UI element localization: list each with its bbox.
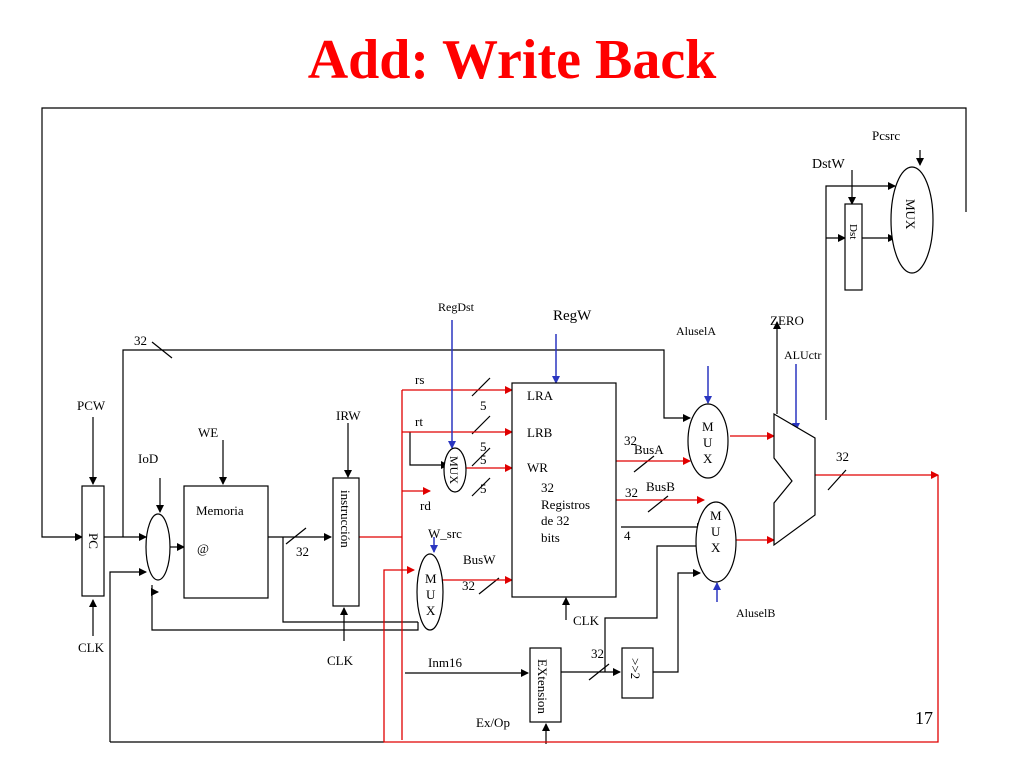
- aluselA-signal: AluselA: [676, 324, 716, 338]
- alu-mux-a: [687, 403, 729, 479]
- red-wires: [359, 386, 939, 743]
- mux-b-u: U: [711, 524, 721, 539]
- wsrc-mux: [416, 553, 444, 631]
- busa-label: BusA: [634, 442, 664, 457]
- busb-label: BusB: [646, 479, 675, 494]
- rt-label: rt: [415, 414, 423, 429]
- ext-width: 32: [591, 646, 604, 661]
- dst-label: Dst: [847, 224, 859, 239]
- busa-width: 32: [624, 433, 637, 448]
- iod-signal: IoD: [138, 451, 158, 466]
- mux-wr-width: 5: [480, 452, 487, 467]
- extension-label: EXtension: [535, 659, 550, 714]
- page-number: 17: [915, 708, 933, 728]
- memory-block: [183, 485, 269, 599]
- control-lines: [430, 320, 800, 602]
- memory-address-label: @: [197, 541, 209, 556]
- dstw-signal: DstW: [812, 157, 845, 172]
- w-src-signal: W_src: [428, 526, 462, 541]
- regdst-mux-label: MUX: [447, 456, 461, 484]
- port-wr: WR: [527, 460, 548, 475]
- pc-source-mux-label: MUX: [903, 199, 918, 230]
- exop-signal: Ex/Op: [476, 715, 510, 730]
- black-wires: [41, 107, 967, 744]
- mux-a-x: X: [703, 451, 713, 466]
- rs-label: rs: [415, 372, 424, 387]
- shift-left-block: [621, 647, 654, 699]
- pc-bus-width: 32: [134, 333, 147, 348]
- pcw-signal: PCW: [77, 398, 106, 413]
- regdst-signal: RegDst: [438, 300, 475, 314]
- busw-width: 32: [462, 578, 475, 593]
- port-lra: LRA: [527, 388, 554, 403]
- mem-bus-width: 32: [296, 544, 309, 559]
- mux-a-m: M: [702, 419, 714, 434]
- pc-source-mux: [890, 166, 934, 274]
- regdst-mux: [443, 447, 467, 493]
- mux-b-m: M: [710, 508, 722, 523]
- zero-signal: ZERO: [770, 313, 804, 328]
- mux-a-u: U: [703, 435, 713, 450]
- rs-width: 5: [480, 398, 487, 413]
- irw-signal: IRW: [336, 408, 361, 423]
- extension-block: [529, 647, 562, 723]
- port-lrb: LRB: [527, 425, 553, 440]
- regfile-desc-1: 32: [541, 480, 554, 495]
- mux-b-x: X: [711, 540, 721, 555]
- memoria-label: Memoria: [196, 503, 244, 518]
- rd-width: 5: [480, 481, 487, 496]
- regw-signal: RegW: [553, 308, 592, 324]
- pc-label: PC: [86, 533, 101, 549]
- rf-clk-signal: CLK: [573, 613, 600, 628]
- wsrc-mux-x: X: [426, 603, 436, 618]
- pc-clk-signal: CLK: [78, 640, 105, 655]
- const-four: 4: [624, 528, 631, 543]
- pc-register: [81, 485, 105, 597]
- regfile-desc-3: de 32: [541, 513, 570, 528]
- alu-out-width: 32: [836, 449, 849, 464]
- we-signal: WE: [198, 425, 218, 440]
- alu: [773, 412, 816, 547]
- regfile-desc-2: Registros: [541, 497, 590, 512]
- wsrc-mux-m: M: [425, 571, 437, 586]
- ir-clk-signal: CLK: [327, 653, 354, 668]
- shift-label: >>2: [628, 658, 643, 679]
- rd-label: rd: [420, 498, 431, 513]
- aluselB-signal: AluselB: [736, 606, 775, 620]
- instruccion-label: instrucción: [338, 490, 353, 548]
- busb-width: 32: [625, 485, 638, 500]
- alu-mux-b: [695, 501, 737, 583]
- regfile-desc-4: bits: [541, 530, 560, 545]
- dst-register: [844, 203, 863, 291]
- instruction-register: [332, 477, 360, 607]
- register-file: [511, 382, 617, 598]
- aluctr-signal: ALUctr: [784, 348, 821, 362]
- busw-label: BusW: [463, 552, 496, 567]
- wsrc-mux-u: U: [426, 587, 436, 602]
- inm16-label: Inm16: [428, 655, 462, 670]
- rt-width: 5: [480, 439, 487, 454]
- iod-mux: [145, 513, 171, 581]
- pcsrc-signal: Pcsrc: [872, 128, 900, 143]
- slide-title: Add: Write Back: [307, 29, 717, 91]
